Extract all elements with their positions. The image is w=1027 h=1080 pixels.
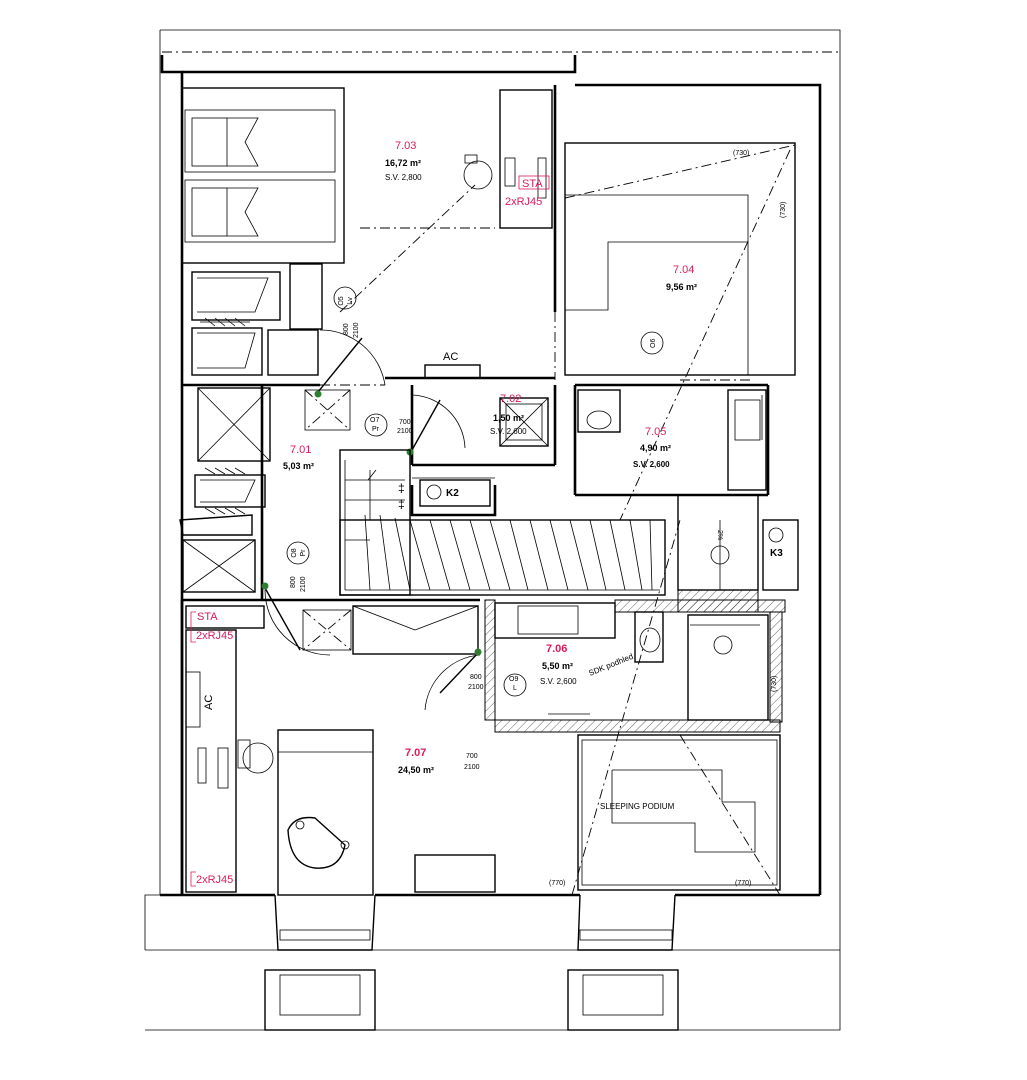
tv-cabinet [414, 854, 496, 893]
door-marker-o9 [503, 673, 527, 697]
room-7-01-number: 7.01 [290, 444, 311, 456]
svg-text:‡: ‡ [398, 497, 405, 511]
room-7-05 [577, 379, 767, 491]
toilet-icon [586, 410, 612, 430]
door-o8-type: Pr [300, 549, 307, 557]
bed [277, 729, 374, 896]
slope-label: 2% [716, 530, 723, 540]
room-7-03-area: 16,72 m² [385, 158, 421, 168]
k3-unit [762, 519, 799, 591]
dormer-right [567, 969, 679, 1031]
wall-desk [185, 629, 237, 893]
sleeping-podium [577, 734, 781, 891]
door-o8-code: O8 [291, 548, 298, 557]
door-o5-code: O5 [338, 296, 345, 305]
k2-unit [419, 479, 491, 507]
door-marker-o8 [286, 541, 310, 565]
room-labels: 7.03 16,72 m² S.V. 2,800 7.04 9,56 m² 7.… [283, 140, 697, 775]
door-o7-code: O7 [370, 417, 379, 424]
room-7-03-height: S.V. 2,800 [385, 173, 422, 182]
door-o9-height: 2100 [468, 684, 484, 691]
door-o5-type: Lv [347, 297, 354, 305]
door-marker-o5 [333, 286, 357, 310]
door-o6-code: O6 [650, 339, 657, 348]
door-marker-o7 [364, 413, 388, 437]
armchair-icon [287, 816, 346, 869]
room-7-02 [499, 397, 549, 447]
building-outline [144, 29, 841, 1031]
sta-left-label: STA [197, 611, 218, 623]
k3-label: K3 [770, 548, 783, 559]
dim-730-a: (730) [733, 150, 749, 157]
door-707-width: 700 [466, 753, 478, 760]
room-7-06-number: 7.06 [546, 643, 567, 655]
side-desk [185, 605, 265, 629]
room-7-02-height: S.V. 2,600 [490, 427, 527, 436]
room-7-03 [181, 85, 557, 380]
window-bay-left [274, 894, 376, 951]
ac-left-label: AC [203, 695, 215, 710]
room-7-07-number: 7.07 [405, 747, 426, 759]
room-7-06-height: S.V. 2,600 [540, 677, 577, 686]
door-o8-height: 2100 [300, 576, 307, 592]
door-o5-width: 800 [343, 323, 350, 335]
door-o7-height: 2100 [397, 428, 413, 435]
room-7-06 [424, 599, 786, 733]
room-7-05-area: 4,90 m² [640, 443, 671, 453]
room-7-06-area: 5,50 m² [542, 661, 573, 671]
rj45-left-top-label: 2xRJ45 [196, 630, 233, 642]
dim-730-b: (730) [780, 202, 787, 218]
sleeping-podium-label: SLEEPING PODIUM [600, 802, 675, 811]
window-bay-right [577, 894, 676, 951]
room-7-04 [564, 142, 796, 521]
annotations: AC AC STA 2xRJ45 STA 2xRJ45 2xRJ45 K2 K3… [190, 150, 787, 887]
interior-walls [182, 364, 770, 602]
door-o9-type: L [513, 685, 517, 692]
door-o9-code: O9 [509, 676, 518, 683]
k2-label: K2 [446, 488, 459, 499]
wardrobes-left [179, 271, 319, 593]
office-chair [463, 160, 493, 190]
office-chair-2 [242, 742, 274, 774]
room-7-03-number: 7.03 [395, 140, 416, 152]
dim-730-c: (730) [771, 676, 778, 692]
room-7-05-height: S.V. 2,600 [633, 460, 670, 469]
room-7-07 [180, 519, 781, 896]
sta-top-label: STA [522, 178, 543, 190]
rj45-top-label: 2xRJ45 [505, 196, 542, 208]
door-labels: O5 Lv 800 2100 O6 O7 Pr 700 2100 O8 Pr 8… [290, 296, 657, 771]
room-7-04-number: 7.04 [673, 264, 694, 276]
dim-770-b: (770) [735, 880, 751, 887]
sdk-label: SDK podhled [587, 652, 634, 678]
staircase: ‡ ‡ [339, 449, 666, 655]
door-o7-width: 700 [399, 419, 411, 426]
room-7-02-number: 7.02 [500, 393, 521, 405]
room-7-05-number: 7.05 [645, 426, 666, 438]
door-o8-width: 800 [290, 576, 297, 588]
room-7-01 [261, 286, 466, 656]
ac-top-label: AC [443, 351, 458, 363]
room-7-07-area: 24,50 m² [398, 765, 434, 775]
svg-text:‡: ‡ [398, 481, 405, 495]
door-o5-height: 2100 [353, 322, 360, 338]
door-o9-width: 800 [470, 674, 482, 681]
rj45-left-bottom-label: 2xRJ45 [196, 874, 233, 886]
double-bed [181, 87, 345, 264]
dim-770-a: (770) [549, 880, 565, 887]
desk [499, 89, 553, 229]
room-7-01-area: 5,03 m² [283, 461, 314, 471]
door-707-height: 2100 [464, 764, 480, 771]
room-7-02-area: 1,50 m² [493, 413, 524, 423]
dormer-left [264, 969, 376, 1031]
room-7-04-area: 9,56 m² [666, 282, 697, 292]
door-o7-type: Pr [372, 426, 380, 433]
door-marker-o6 [640, 331, 664, 355]
